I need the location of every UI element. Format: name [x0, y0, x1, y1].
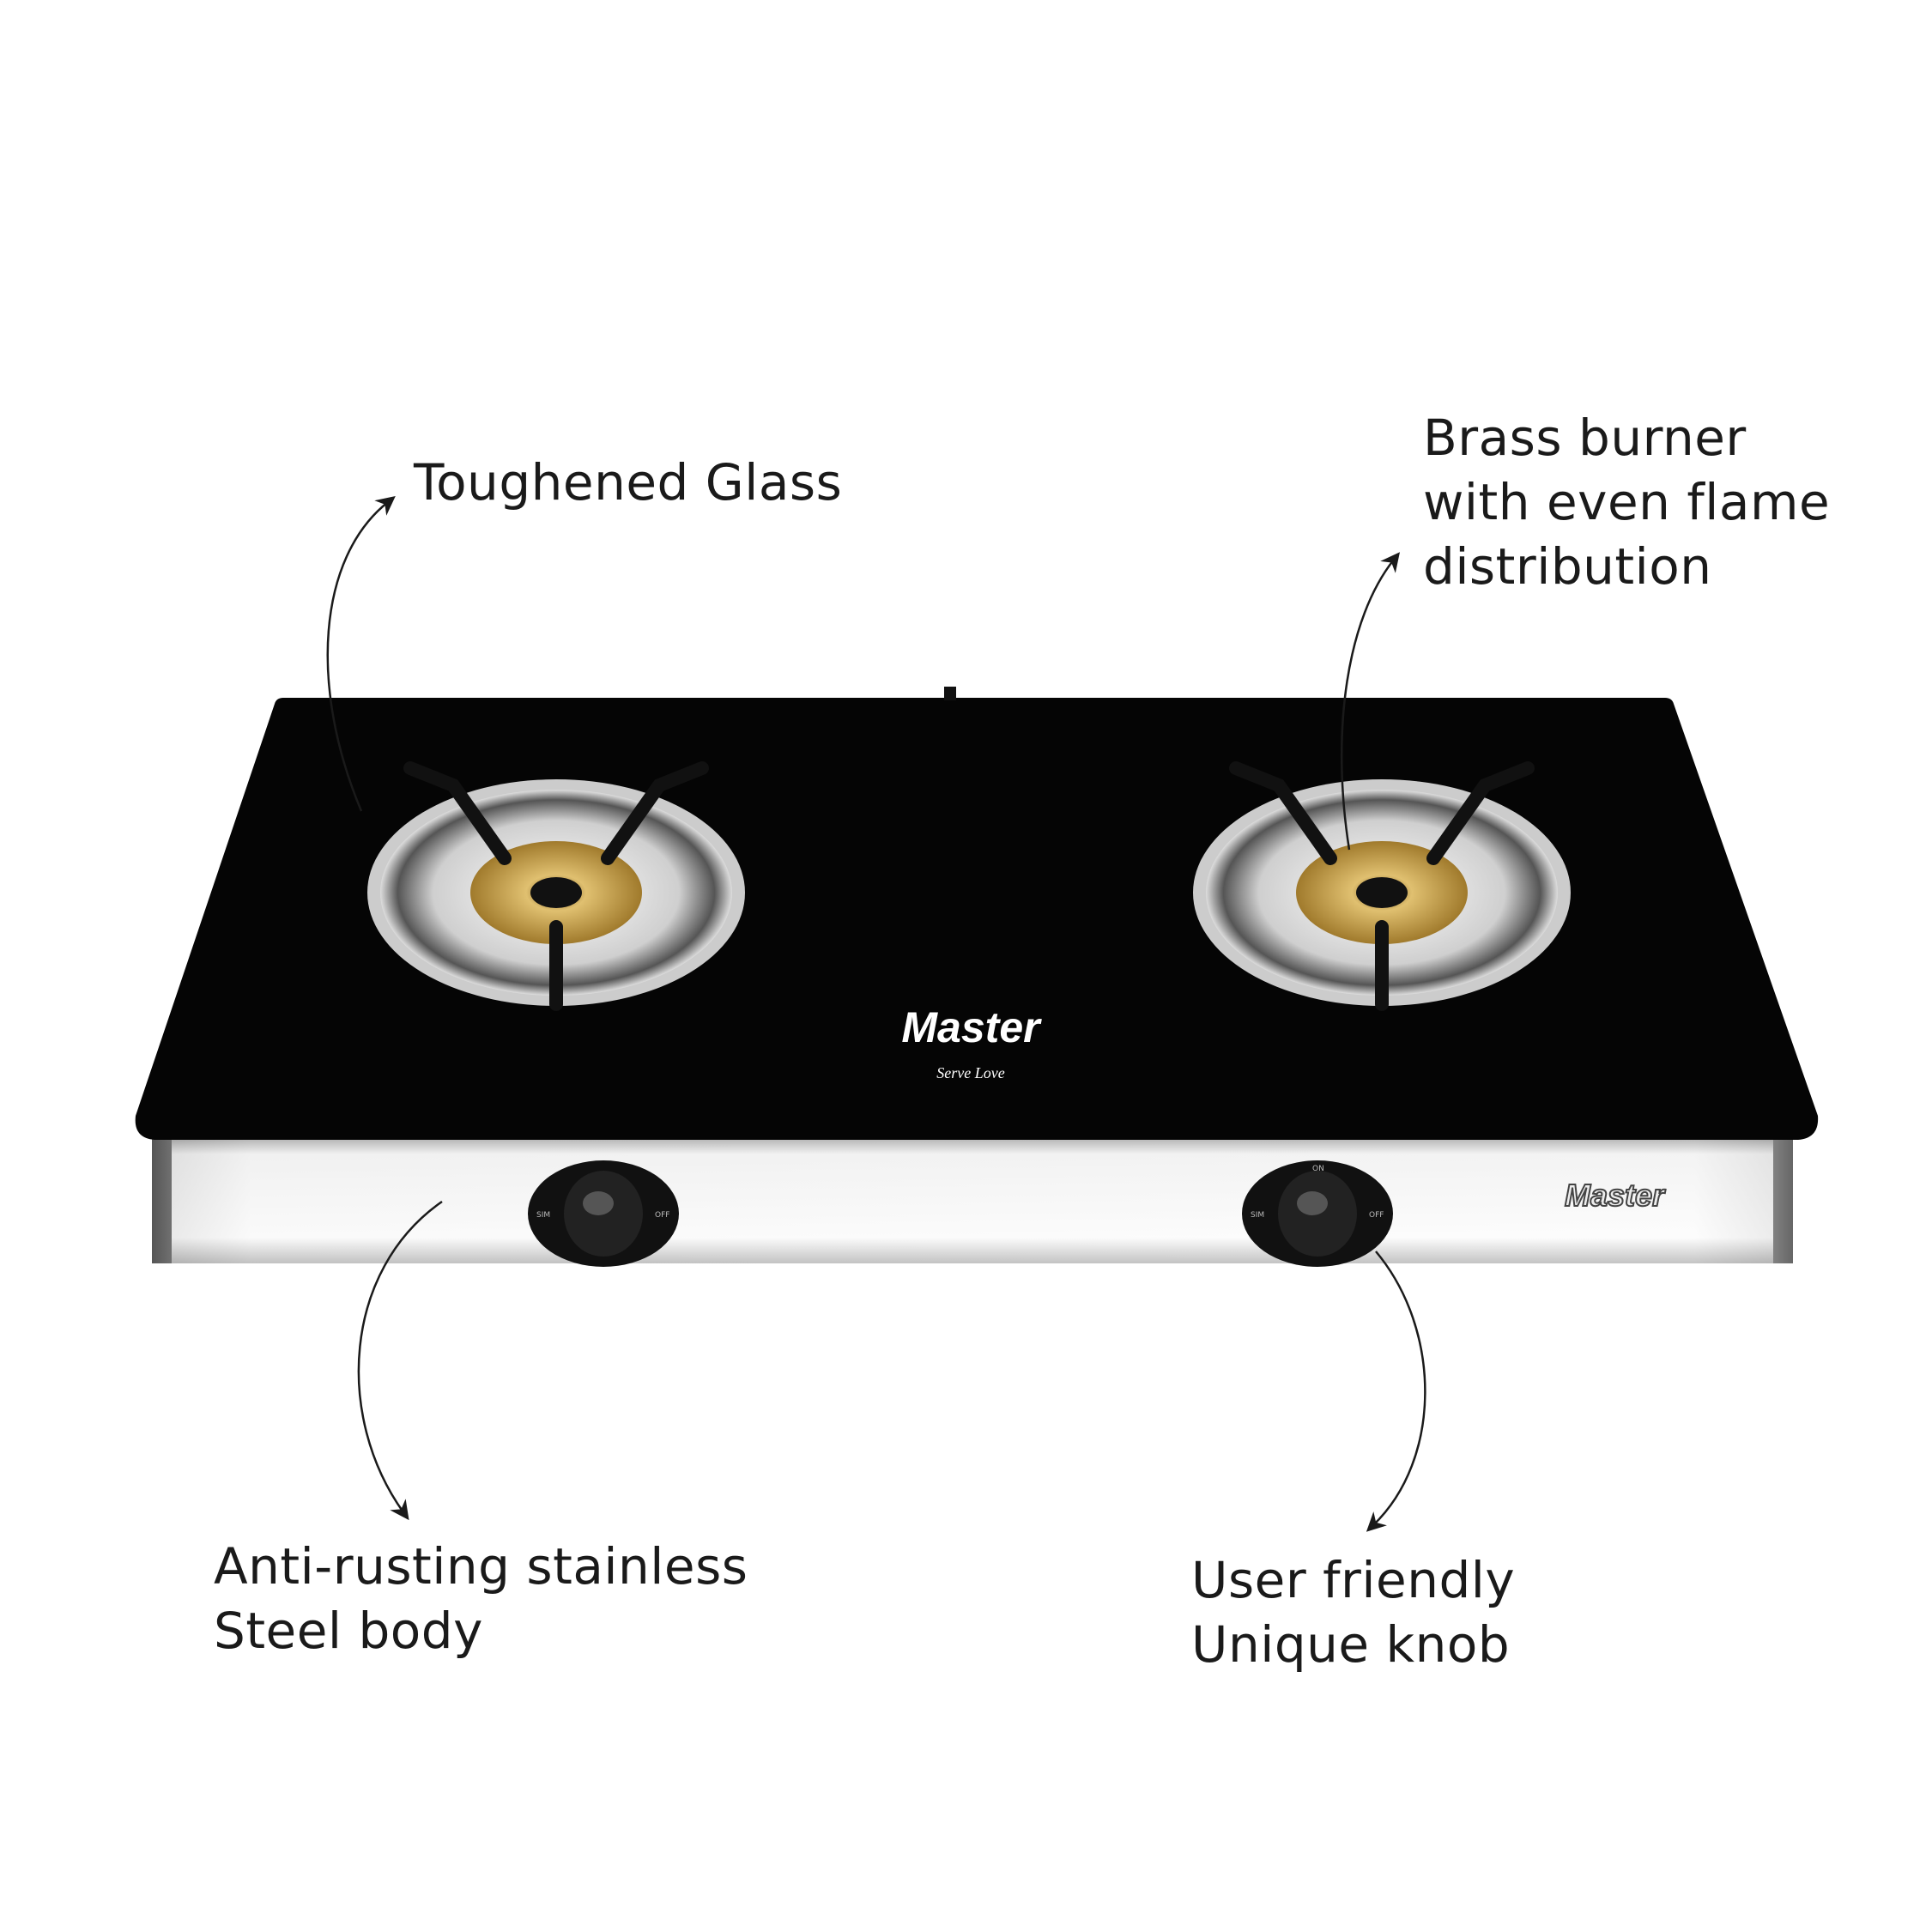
callout-stainless-body: Anti-rusting stainless Steel body	[214, 1535, 748, 1663]
knob-label-off: OFF	[655, 1211, 669, 1220]
callout-line: Steel body	[214, 1602, 483, 1660]
callout-line: with even flame	[1423, 473, 1831, 531]
callout-line: User friendly	[1191, 1551, 1516, 1609]
gas-inlet	[944, 687, 956, 700]
steel-body	[152, 1135, 1793, 1263]
knob-right[interactable]: SIM OFF ON	[1242, 1160, 1393, 1267]
arrow-burner	[1340, 552, 1400, 851]
callout-line: Unique knob	[1191, 1615, 1511, 1674]
arrow-knob	[1366, 1251, 1426, 1532]
burner-right	[1193, 761, 1571, 1011]
knob-label-off: OFF	[1369, 1211, 1384, 1220]
callout-line: distribution	[1423, 537, 1712, 596]
brand-tagline: Serve Love	[936, 1064, 1004, 1081]
arrow-glass	[326, 496, 396, 812]
knob-label-sim: SIM	[1251, 1211, 1264, 1220]
callout-brass-burner: Brass burner with even flame distributio…	[1423, 406, 1830, 599]
side-brand-logo: Master	[1565, 1178, 1666, 1213]
callout-toughened-glass: Toughened Glass	[414, 451, 842, 515]
arrow-body	[357, 1200, 443, 1521]
burner-left	[367, 761, 745, 1011]
brand-logo: Master	[901, 1003, 1042, 1051]
knob-label-sim: SIM	[536, 1211, 550, 1220]
callout-line: Brass burner	[1423, 409, 1747, 467]
knob-label-on: ON	[1312, 1165, 1324, 1173]
callout-line: Anti-rusting stainless	[214, 1537, 748, 1596]
knob-left[interactable]: SIM OFF	[528, 1160, 679, 1267]
callout-knob: User friendly Unique knob	[1191, 1548, 1515, 1677]
callout-line: Toughened Glass	[414, 453, 843, 512]
